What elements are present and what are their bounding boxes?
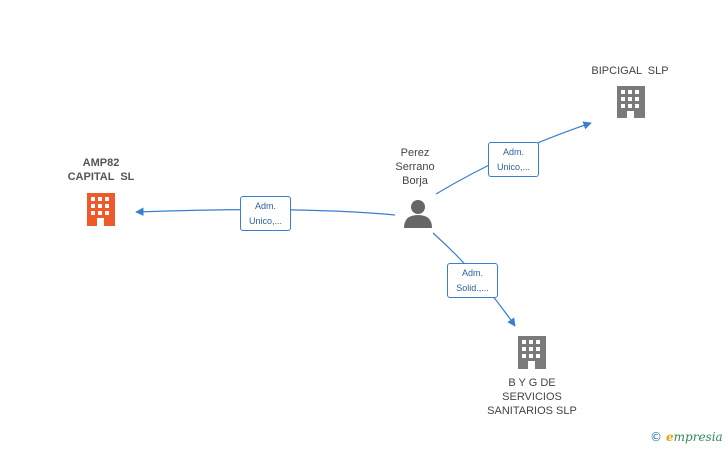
edge-label-line: Unico,... [248, 216, 282, 226]
copyright-symbol: © [650, 430, 662, 444]
company-label-line: B Y G DE [508, 377, 556, 389]
person-label-line: Serrano [395, 161, 435, 173]
company-label-line: SANITARIOS SLP [487, 405, 577, 417]
brand-initial: e [666, 430, 674, 444]
empresia-watermark: © empresia [650, 430, 723, 444]
company-label-line: AMP82 [82, 157, 120, 169]
person-icon [404, 200, 432, 228]
company-label-line: BIPCIGAL SLP [591, 65, 669, 77]
edge-label-line: Solid.,... [456, 283, 489, 293]
edge-label-line: Adm. [461, 268, 483, 278]
company-label-amp82[interactable]: AMP82 CAPITAL SL [55, 156, 147, 184]
edge-label-byg[interactable]: Adm. Solid.,... [447, 263, 498, 298]
edge-label-line: Adm. [254, 201, 276, 211]
person-label-line: Borja [402, 175, 428, 187]
company-label-byg[interactable]: B Y G DE SERVICIOS SANITARIOS SLP [472, 376, 592, 418]
building-icon [617, 86, 645, 118]
person-label[interactable]: Perez Serrano Borja [380, 146, 450, 188]
building-icon [87, 193, 115, 226]
edge-label-amp82[interactable]: Adm. Unico,... [240, 196, 291, 231]
edge-label-line: Unico,... [496, 162, 530, 172]
brand-name: mpresia [673, 430, 723, 444]
company-label-line: SERVICIOS [502, 391, 562, 403]
person-label-line: Perez [400, 147, 430, 159]
company-label-line: CAPITAL SL [67, 171, 135, 183]
edge-label-bipcigal[interactable]: Adm. Unico,... [488, 142, 539, 177]
company-label-bipcigal[interactable]: BIPCIGAL SLP [580, 64, 680, 78]
building-icon [518, 336, 546, 369]
edge-label-line: Adm. [502, 147, 524, 157]
